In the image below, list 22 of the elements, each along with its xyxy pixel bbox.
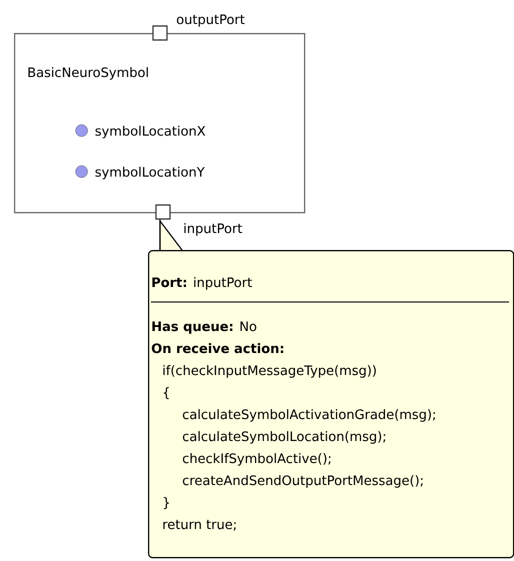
leader-line xyxy=(159,220,161,250)
port-label: outputPort xyxy=(176,14,245,27)
note-text: Port: inputPort xyxy=(152,277,252,290)
code-line: { xyxy=(164,387,169,400)
attribute-dot xyxy=(75,124,88,137)
code-line: createAndSendOutputPortMessage(); xyxy=(182,475,423,488)
code-line: return true; xyxy=(163,520,236,530)
port-label: inputPort xyxy=(184,223,242,236)
attribute-dot xyxy=(75,165,88,178)
attribute-label: symbolLocationX xyxy=(96,126,206,138)
code-line: calculateSymbolActivationGrade(msg); xyxy=(182,409,435,422)
code-line: checkIfSymbolActive(); xyxy=(182,453,330,466)
code-line: if(checkInputMessageType(msg)) xyxy=(163,365,376,378)
port-square xyxy=(155,204,171,220)
attribute-label: symbolLocationY xyxy=(96,166,205,180)
note-text: Has queue: No xyxy=(152,322,256,334)
note-text: On receive action: xyxy=(152,343,284,354)
code-line: } xyxy=(164,497,169,510)
code-line: calculateSymbolLocation(msg); xyxy=(182,431,386,444)
port-square xyxy=(152,25,168,41)
class-name: BasicNeuroSymbol xyxy=(28,67,148,80)
note-callout xyxy=(148,219,514,558)
